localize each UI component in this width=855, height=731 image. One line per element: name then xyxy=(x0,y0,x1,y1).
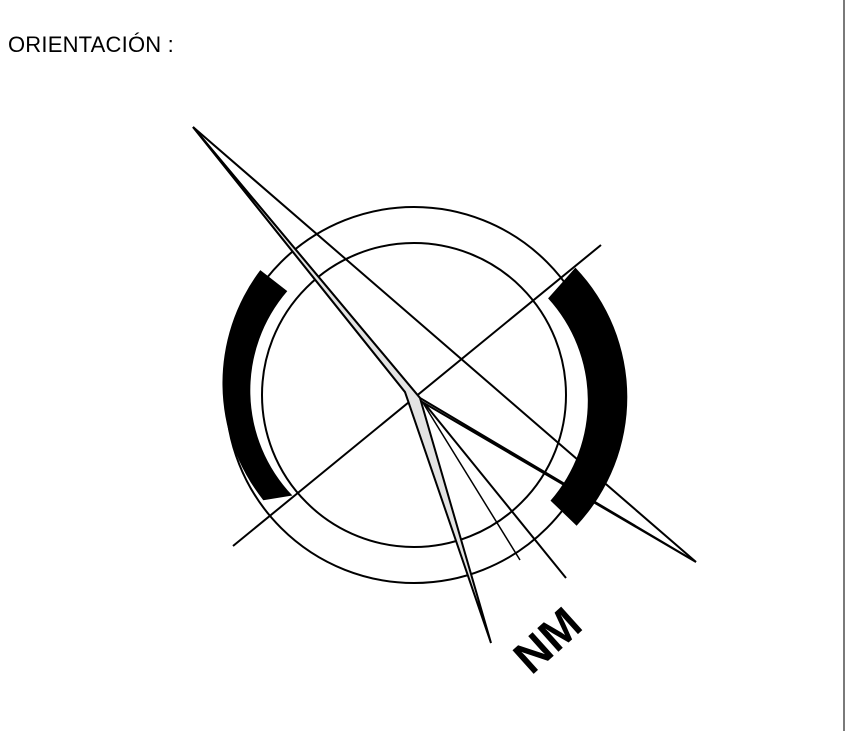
orientation-heading: ORIENTACIÓN : xyxy=(8,32,174,57)
compass-axis-line xyxy=(192,126,697,563)
compass-ring-band-east xyxy=(548,267,628,526)
compass-nm-guide-line-2 xyxy=(419,397,521,561)
compass-needle-light-blade xyxy=(192,126,492,644)
compass-nm-guide-line xyxy=(419,397,567,579)
magnetic-north-label: NM xyxy=(503,597,591,684)
compass-inner-circle xyxy=(261,242,567,548)
frame-border xyxy=(843,0,845,731)
compass-ring-band-west xyxy=(222,270,293,501)
